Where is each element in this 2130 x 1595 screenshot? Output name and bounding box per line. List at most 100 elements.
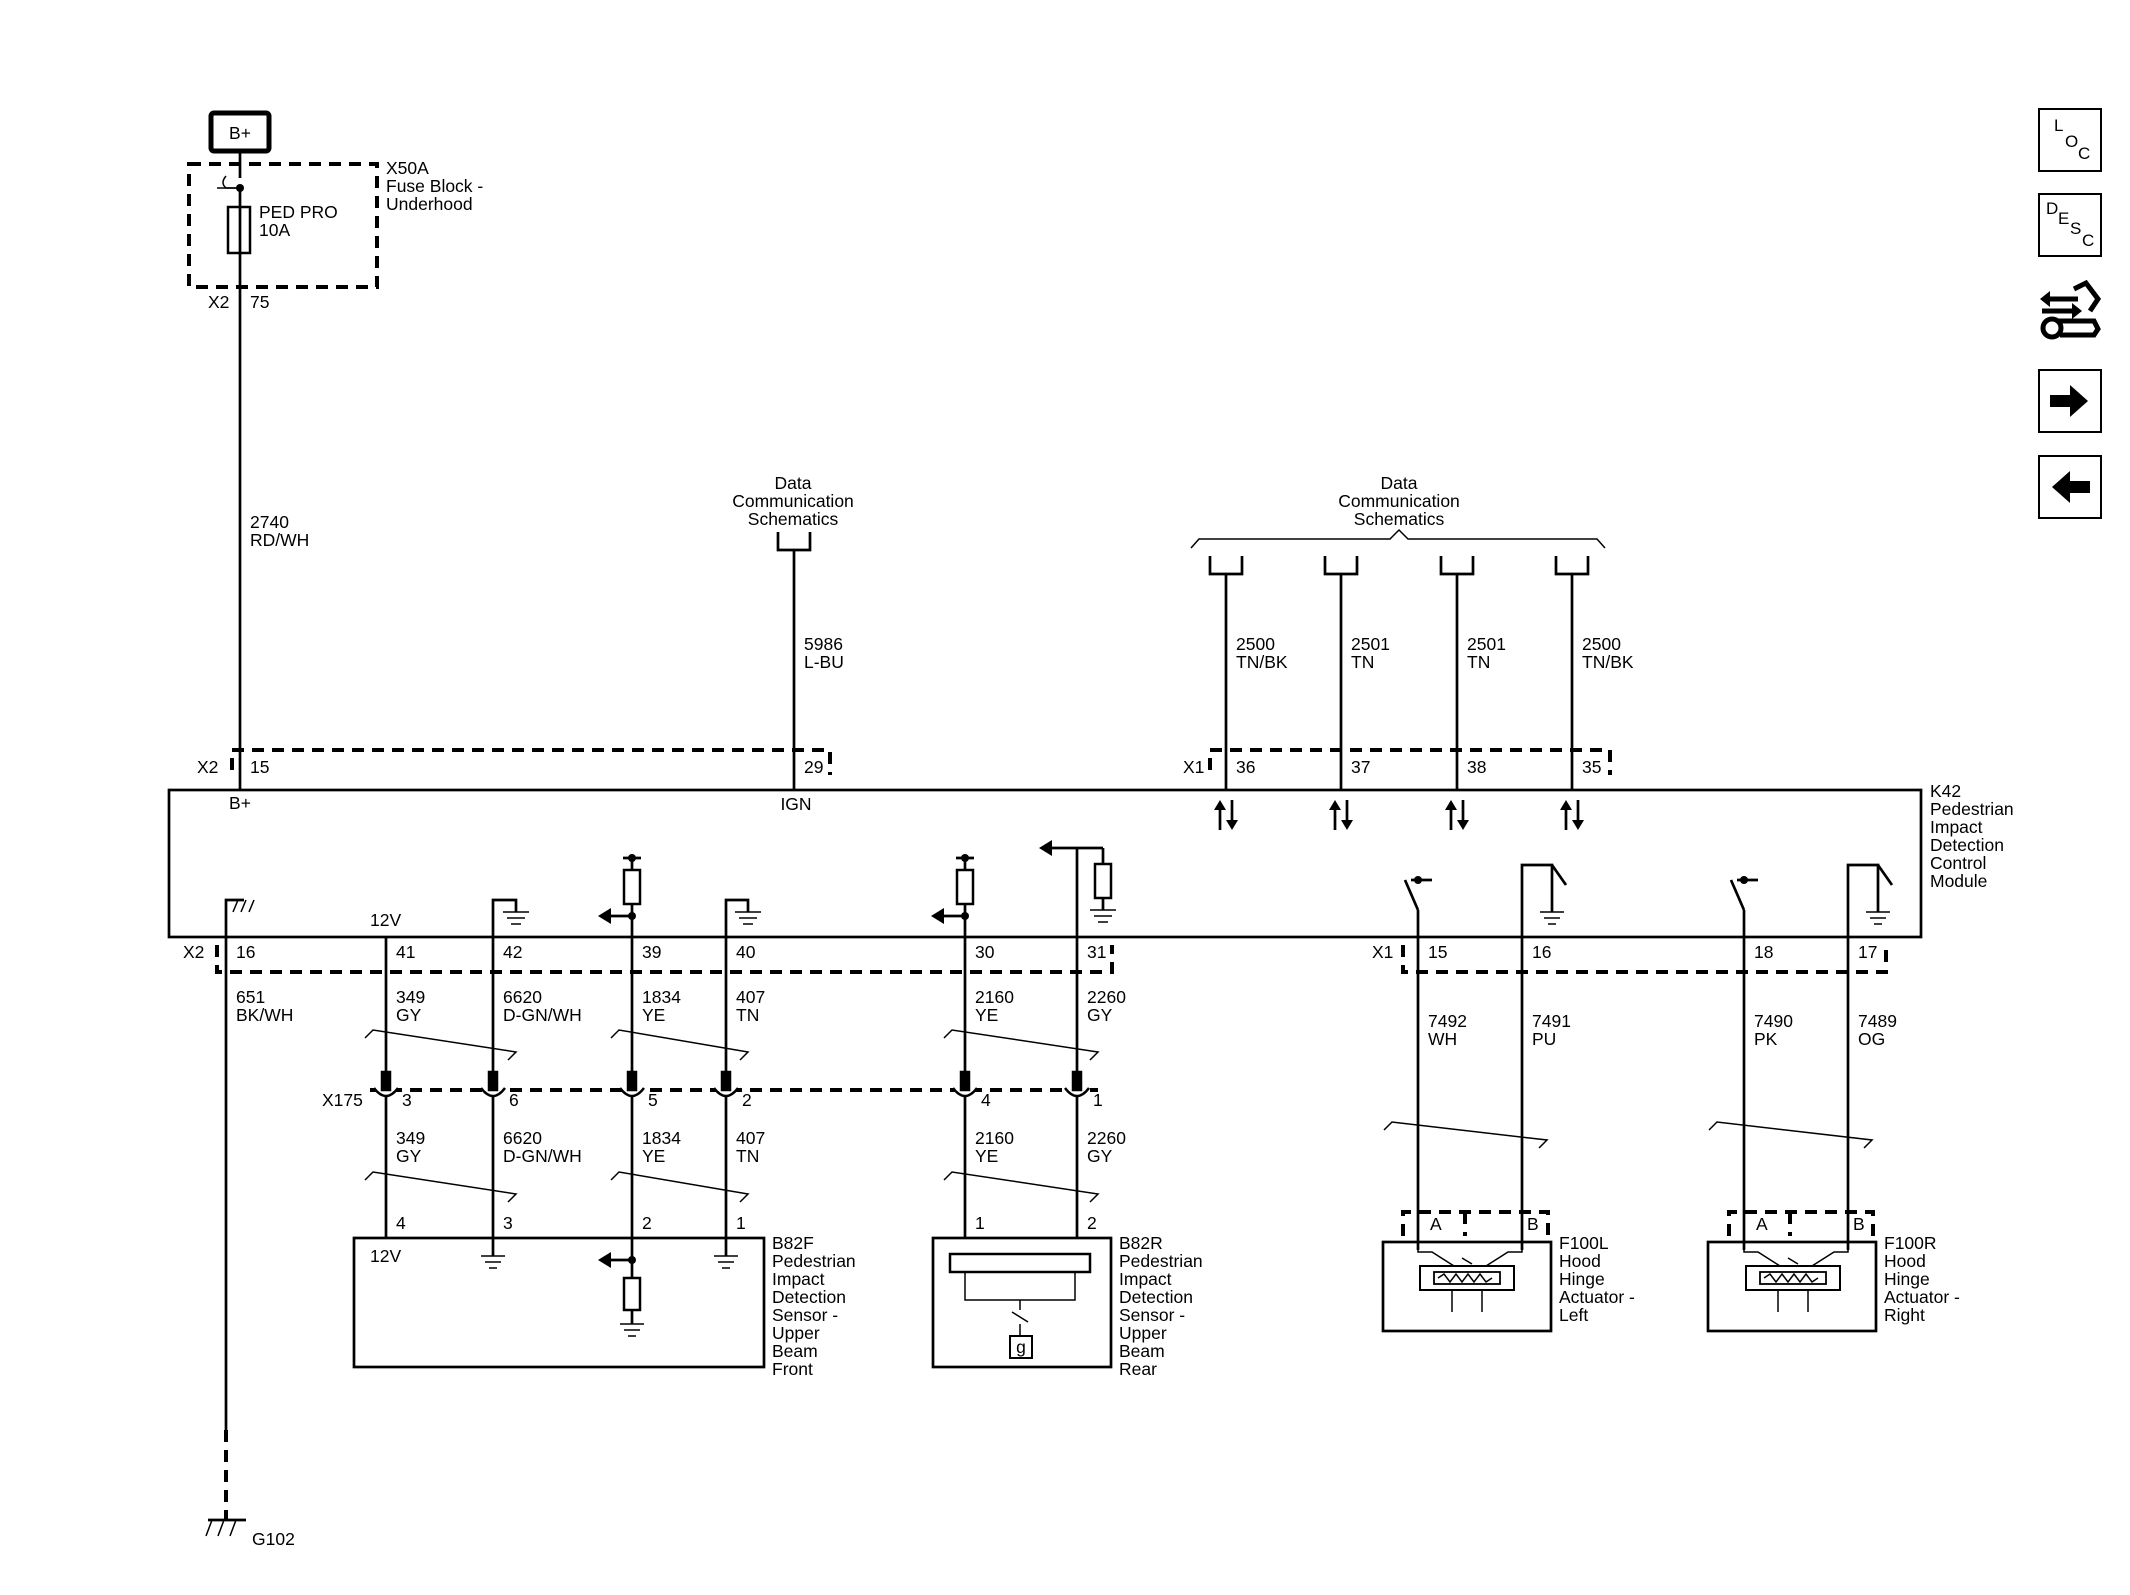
bottom-pin-18: 18 — [1754, 942, 1773, 962]
front-sensor-line-2: Impact — [772, 1269, 825, 1289]
lower-wire-5-color: YE — [975, 1146, 998, 1166]
front-sensor-ref: B82F — [772, 1233, 814, 1253]
upper-wire-2-circuit: 6620 — [503, 987, 542, 1007]
arrow-right-icon — [2050, 385, 2088, 417]
rear-sensor-line-1: Pedestrian — [1119, 1251, 1203, 1271]
act-wire-2-color: PU — [1532, 1029, 1556, 1049]
rear-sensor-line-3: Detection — [1119, 1287, 1193, 1307]
data-wire-4-color: TN/BK — [1582, 652, 1634, 672]
data-wire-1-color: TN/BK — [1236, 652, 1288, 672]
x175-pin-4: 4 — [981, 1090, 991, 1110]
desc-letter-s: S — [2070, 219, 2082, 238]
data-bus-wires — [1208, 556, 1590, 790]
fuse-rating: 10A — [259, 220, 290, 240]
rear-sensor-pin-1: 1 — [975, 1213, 985, 1233]
x175-pin-2: 2 — [742, 1090, 752, 1110]
module-ign: IGN — [780, 794, 811, 814]
front-sensor-line-1: Pedestrian — [772, 1251, 856, 1271]
front-sensor-line-7: Front — [772, 1359, 813, 1379]
data-comm-left-1: Data — [775, 473, 812, 493]
previous-arrow-button[interactable] — [2038, 455, 2102, 519]
left-actuator-ref: F100L — [1559, 1233, 1609, 1253]
upper-wire-4-color: TN — [736, 1005, 759, 1025]
rear-sensor-box — [931, 1236, 1113, 1369]
ground-circuit: 651 — [236, 987, 265, 1007]
bottom-pin-31: 31 — [1087, 942, 1106, 962]
top-conn-x1: X1 — [1183, 757, 1204, 777]
front-sensor-box — [352, 1236, 766, 1369]
right-actuator-line-4: Right — [1884, 1305, 1925, 1325]
data-comm-right-3: Schematics — [1354, 509, 1445, 529]
upper-wire-6-color: GY — [1087, 1005, 1113, 1025]
bottom-pin-42: 42 — [503, 942, 522, 962]
bottom-pin-15: 15 — [1428, 942, 1447, 962]
loc-letter-c: C — [2078, 144, 2091, 163]
loc-letter-l: L — [2054, 116, 2064, 135]
lower-wire-1-circuit: 349 — [396, 1128, 425, 1148]
front-sensor-pin-2: 2 — [642, 1213, 652, 1233]
left-actuator-box — [1381, 1240, 1553, 1333]
top-pin-38: 38 — [1467, 757, 1486, 777]
lower-wire-1-color: GY — [396, 1146, 422, 1166]
act-wire-3-circuit: 7490 — [1754, 1011, 1793, 1031]
front-sensor-internals — [481, 1238, 738, 1337]
fuse-block-outline — [187, 162, 379, 289]
data-comm-right-1: Data — [1381, 473, 1418, 493]
left-actuator-squib-icon — [1417, 1242, 1523, 1312]
upper-wire-4-circuit: 407 — [736, 987, 765, 1007]
upper-wire-5-circuit: 2160 — [975, 987, 1014, 1007]
fuse-block-name-2: Underhood — [386, 194, 473, 214]
rear-sensor-line-5: Upper — [1119, 1323, 1167, 1343]
left-actuator-pin-a: A — [1430, 1214, 1442, 1234]
lower-wire-6-circuit: 2260 — [1087, 1128, 1126, 1148]
top-pin-15: 15 — [250, 757, 269, 777]
feed-color: RD/WH — [250, 530, 309, 550]
left-actuator-line-3: Actuator - — [1559, 1287, 1635, 1307]
upper-wire-3-color: YE — [642, 1005, 665, 1025]
module-internal-symbols — [224, 840, 1894, 937]
front-sensor-12v: 12V — [370, 1246, 401, 1266]
front-sensor-pin-1: 1 — [736, 1213, 746, 1233]
description-button[interactable]: D E S C — [2038, 193, 2102, 257]
bottom-pin-30: 30 — [975, 942, 995, 962]
bottom-pin-16: 16 — [236, 942, 255, 962]
data-comm-left-3: Schematics — [748, 509, 839, 529]
right-actuator-line-1: Hood — [1884, 1251, 1926, 1271]
left-actuator-line-4: Left — [1559, 1305, 1588, 1325]
inline-connector-x175 — [370, 1070, 1098, 1098]
rear-sensor-line-6: Beam — [1119, 1341, 1165, 1361]
service-tool-icon[interactable] — [2038, 277, 2102, 341]
act-wire-4-circuit: 7489 — [1858, 1011, 1897, 1031]
desc-letter-c: C — [2082, 231, 2095, 250]
bottom-pin-39: 39 — [642, 942, 661, 962]
lower-wire-4-color: TN — [736, 1146, 759, 1166]
upper-wire-5-color: YE — [975, 1005, 998, 1025]
ign-color: L-BU — [804, 652, 844, 672]
right-actuator-ref: F100R — [1884, 1233, 1937, 1253]
control-module-box — [167, 788, 1923, 939]
x175-pin-5: 5 — [648, 1090, 658, 1110]
lower-wire-2-circuit: 6620 — [503, 1128, 542, 1148]
rear-sensor-ref: B82R — [1119, 1233, 1163, 1253]
top-conn-x2: X2 — [197, 757, 218, 777]
lower-wire-2-color: D-GN/WH — [503, 1146, 582, 1166]
right-actuator-pin-a: A — [1756, 1214, 1768, 1234]
act-wire-1-color: WH — [1428, 1029, 1457, 1049]
rear-sensor-line-7: Rear — [1119, 1359, 1157, 1379]
data-wire-3-circuit: 2501 — [1467, 634, 1506, 654]
next-arrow-button[interactable] — [2038, 369, 2102, 433]
left-actuator-line-2: Hinge — [1559, 1269, 1605, 1289]
right-actuator-squib-icon — [1743, 1242, 1849, 1312]
fuse-connector: X2 — [208, 292, 229, 312]
module-ref: K42 — [1930, 781, 1961, 801]
module-name-5: Module — [1930, 871, 1987, 891]
module-name-1: Pedestrian — [1930, 799, 2014, 819]
data-wire-1-circuit: 2500 — [1236, 634, 1275, 654]
fuse-name: PED PRO — [259, 202, 338, 222]
sensor-wires — [364, 937, 1100, 1238]
module-12v: 12V — [370, 910, 401, 930]
data-comm-right-2: Communication — [1338, 491, 1460, 511]
location-button[interactable]: L O C — [2038, 108, 2102, 172]
module-name-4: Control — [1930, 853, 1986, 873]
upper-wire-1-color: GY — [396, 1005, 422, 1025]
